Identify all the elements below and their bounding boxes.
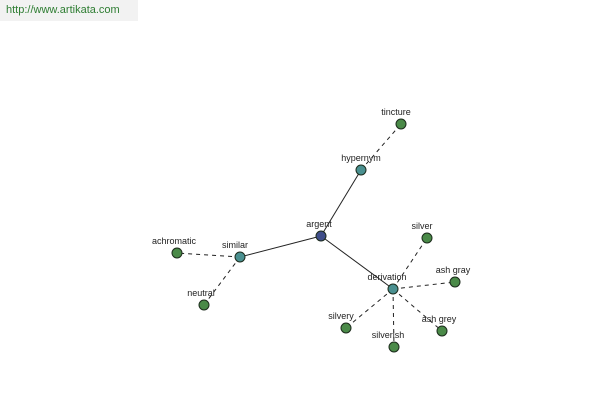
url-bar: http://www.artikata.com bbox=[0, 0, 138, 21]
node-label-silver[interactable]: silver bbox=[411, 221, 432, 231]
node-tincture[interactable] bbox=[395, 118, 407, 130]
node-label-silvery[interactable]: silvery bbox=[328, 311, 354, 321]
node-similar[interactable] bbox=[234, 251, 246, 263]
node-label-argent[interactable]: argent bbox=[306, 219, 332, 229]
node-label-ash-gray[interactable]: ash gray bbox=[436, 265, 471, 275]
edge-derivation-ash-grey bbox=[392, 288, 443, 332]
edge-derivation-silverish bbox=[392, 288, 395, 348]
node-label-hypernym[interactable]: hypernym bbox=[341, 153, 381, 163]
graph-nodes bbox=[171, 118, 461, 353]
node-label-silverish[interactable]: silverish bbox=[372, 330, 405, 340]
edge-derivation-ash-gray bbox=[392, 281, 456, 290]
node-silvery[interactable] bbox=[340, 322, 352, 334]
node-argent[interactable] bbox=[315, 230, 327, 242]
node-label-achromatic[interactable]: achromatic bbox=[152, 236, 197, 246]
node-label-tincture[interactable]: tincture bbox=[381, 107, 411, 117]
edge-similar-neutral bbox=[203, 256, 241, 306]
node-derivation[interactable] bbox=[387, 283, 399, 295]
site-url-link[interactable]: http://www.artikata.com bbox=[6, 4, 120, 16]
node-silver[interactable] bbox=[421, 232, 433, 244]
node-hypernym[interactable] bbox=[355, 164, 367, 176]
graph-edges bbox=[176, 123, 456, 348]
node-silverish[interactable] bbox=[388, 341, 400, 353]
node-achromatic[interactable] bbox=[171, 247, 183, 259]
node-label-similar[interactable]: similar bbox=[222, 240, 248, 250]
edge-argent-derivation bbox=[320, 235, 394, 290]
node-label-neutral[interactable]: neutral bbox=[187, 288, 215, 298]
node-neutral[interactable] bbox=[198, 299, 210, 311]
graph-labels: argent hypernym tincture similar achromatic n… bbox=[152, 107, 471, 340]
node-ash-gray[interactable] bbox=[449, 276, 461, 288]
node-ash-grey[interactable] bbox=[436, 325, 448, 337]
edge-derivation-silvery bbox=[345, 288, 394, 329]
node-label-derivation[interactable]: derivation bbox=[367, 272, 406, 282]
edge-argent-hypernym bbox=[320, 169, 362, 237]
edge-similar-achromatic bbox=[176, 252, 241, 258]
node-label-ash-grey[interactable]: ash grey bbox=[422, 314, 457, 324]
edge-argent-similar bbox=[239, 235, 322, 258]
edge-hypernym-tincture bbox=[360, 123, 402, 171]
edge-derivation-silver bbox=[392, 237, 428, 290]
